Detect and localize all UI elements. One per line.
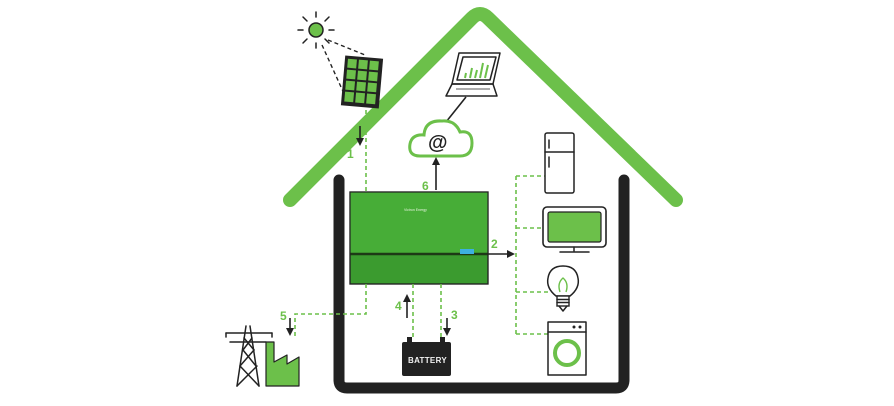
washing-machine-icon bbox=[547, 321, 587, 376]
flow-label-5: 5 bbox=[280, 309, 287, 323]
laptop-icon bbox=[445, 52, 501, 97]
house-walls bbox=[333, 174, 630, 394]
power-pylon-icon bbox=[225, 325, 273, 387]
battery-label: BATTERY bbox=[408, 356, 447, 365]
sun-icon bbox=[297, 11, 335, 49]
tv-icon bbox=[542, 206, 607, 253]
flow-6: 6 bbox=[422, 157, 440, 193]
cloud-icon: @ bbox=[408, 119, 474, 158]
flow-label-4: 4 bbox=[395, 299, 402, 313]
inverter-brand: Victron Energy bbox=[404, 208, 427, 212]
flow-label-1: 1 bbox=[347, 147, 354, 161]
inverter-icon: Victron Energy bbox=[349, 191, 489, 285]
house-roof bbox=[283, 7, 683, 207]
flow-1: 1 bbox=[347, 110, 367, 192]
battery-icon: BATTERY bbox=[402, 337, 451, 376]
light-bulb-icon bbox=[546, 265, 580, 312]
flow-label-3: 3 bbox=[451, 308, 458, 322]
flow-label-6: 6 bbox=[422, 179, 429, 193]
sunlight-lines bbox=[321, 39, 366, 99]
flow-5: 5 bbox=[280, 284, 367, 336]
factory-icon bbox=[265, 341, 300, 387]
cloud-at-symbol: @ bbox=[428, 132, 448, 154]
flow-label-2: 2 bbox=[491, 237, 498, 251]
flow-2: 2 bbox=[488, 175, 550, 335]
solar-panel-icon bbox=[340, 55, 384, 109]
flow-3: 3 bbox=[440, 284, 458, 340]
flow-4: 4 bbox=[395, 284, 414, 340]
laptop-cloud-link bbox=[445, 96, 467, 123]
fridge-icon bbox=[544, 132, 575, 194]
